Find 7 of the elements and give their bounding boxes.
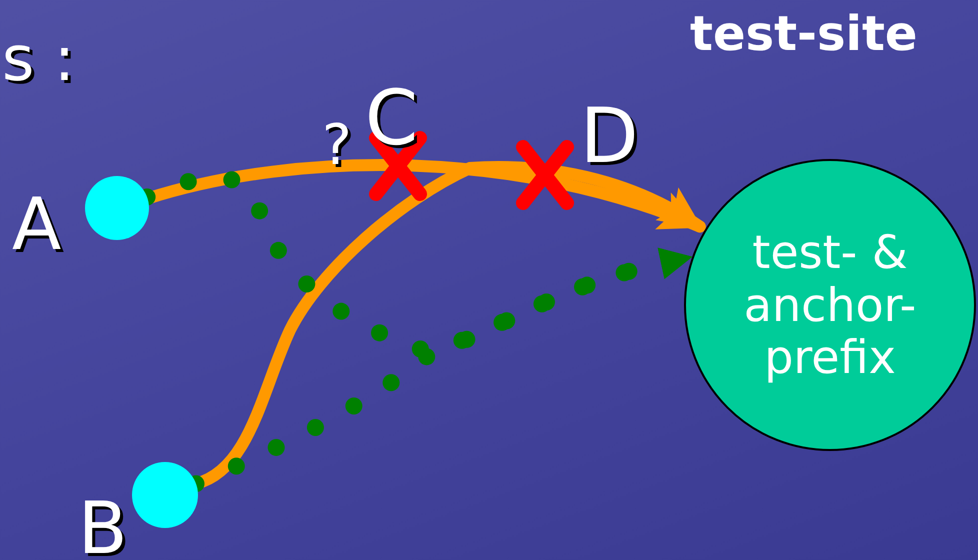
point-label: D: [580, 98, 639, 174]
site-label: test-site: [690, 10, 918, 58]
point-label: A: [12, 188, 62, 260]
point-label: C: [365, 80, 418, 156]
heading-text: s :: [2, 28, 75, 90]
point-label: B: [78, 492, 128, 560]
node-text: test- & anchor- prefix: [742, 226, 918, 384]
